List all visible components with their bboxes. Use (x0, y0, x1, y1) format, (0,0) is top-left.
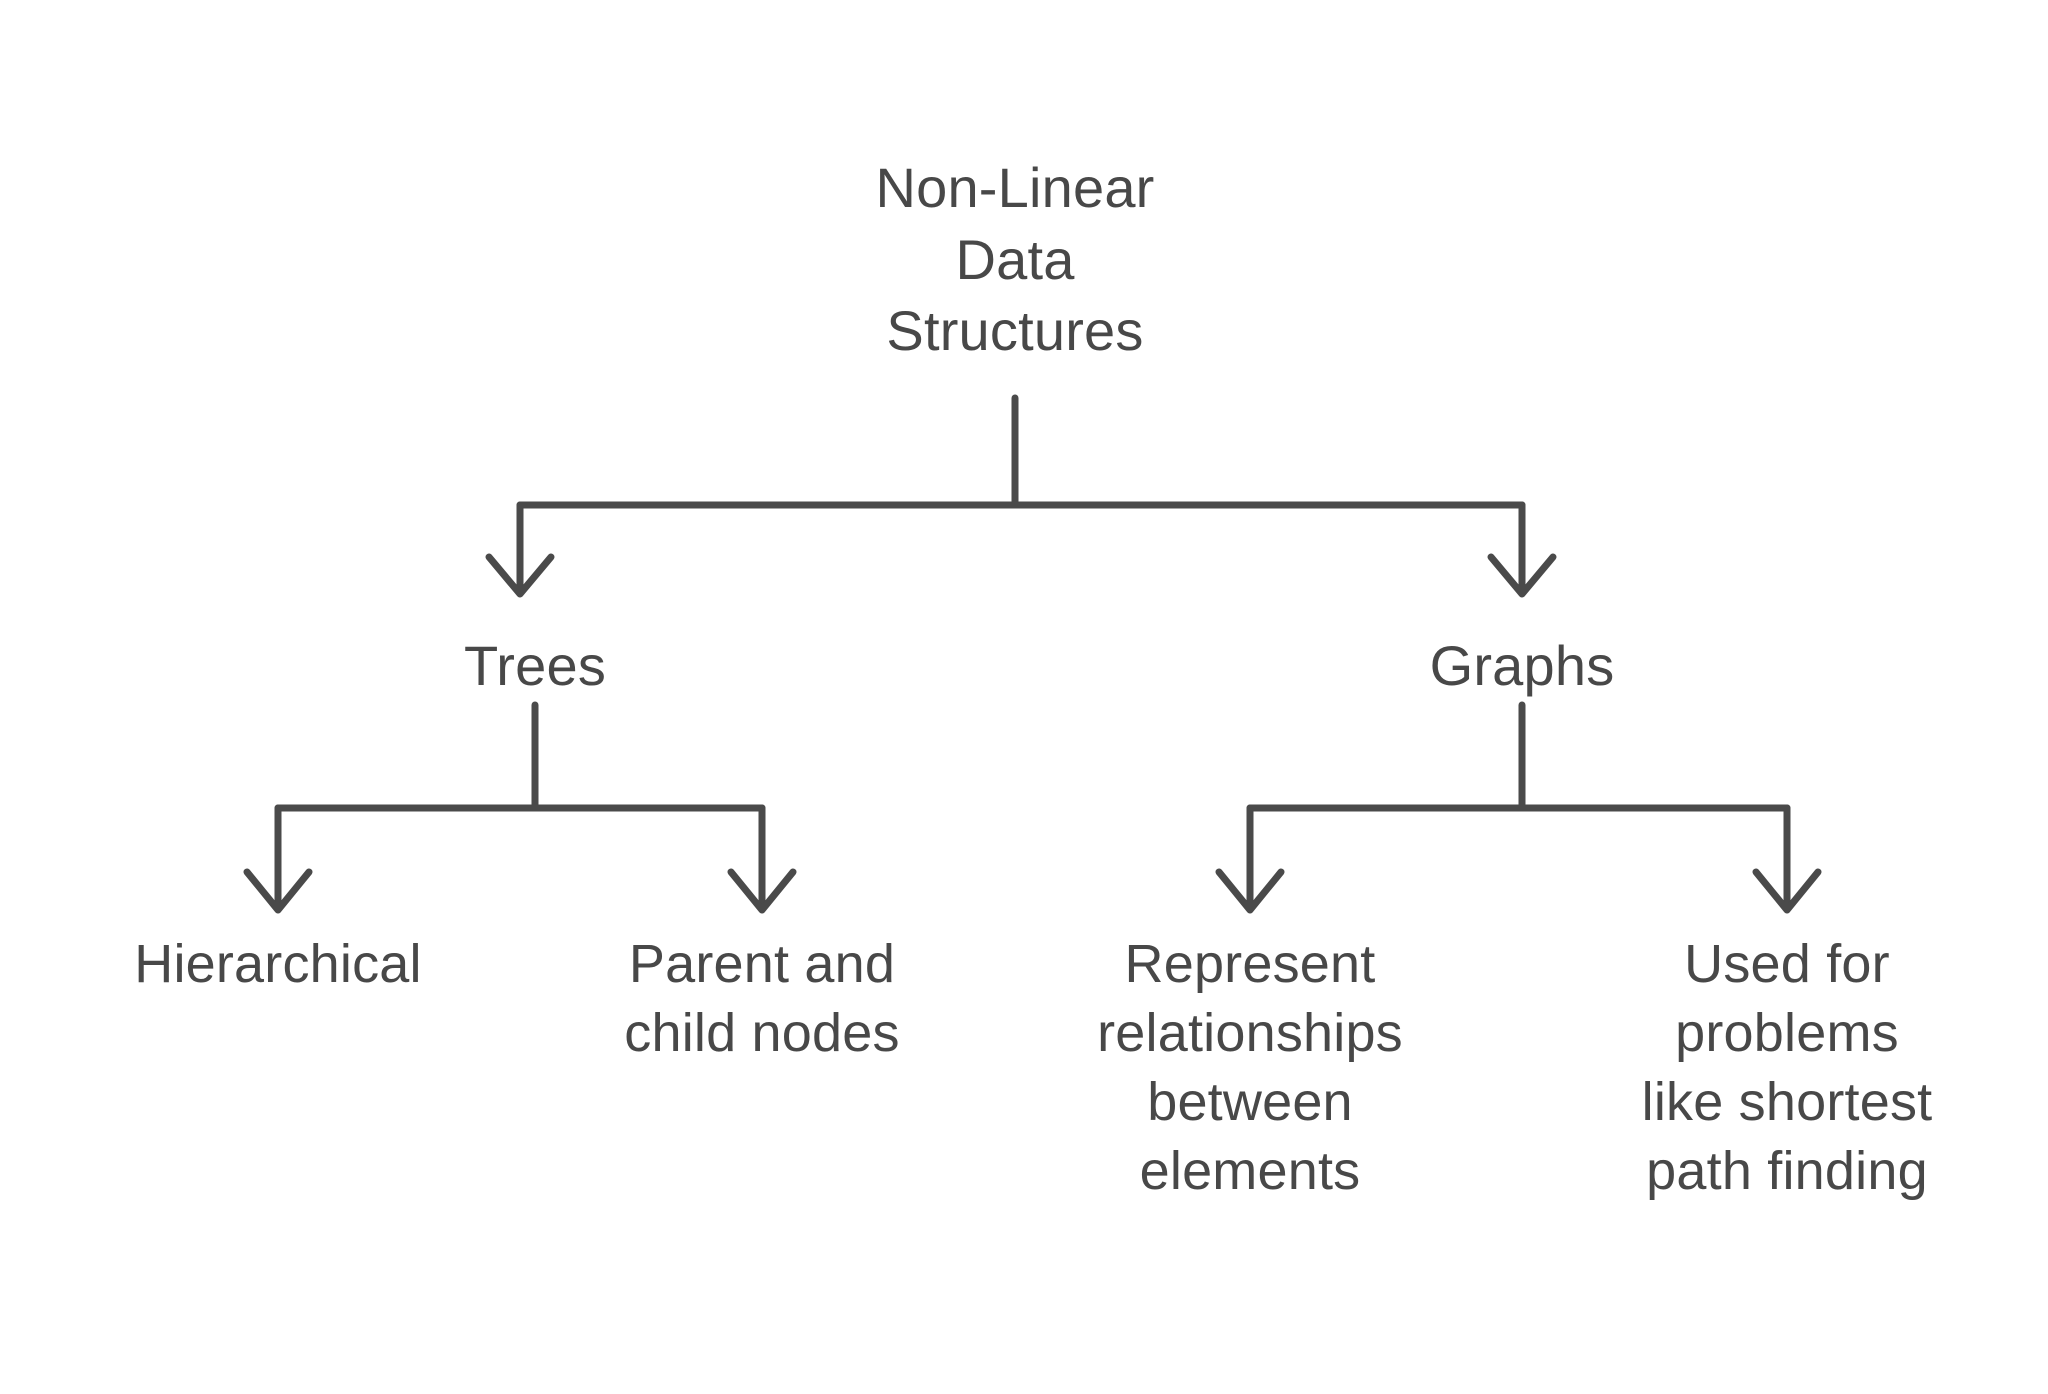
node-represent-relationships: Represent relationships between elements (1097, 934, 1403, 1202)
node-graphs: Graphs (1429, 634, 1615, 697)
node-used-for-problems: Used for problems like shortest path fin… (1641, 934, 1933, 1202)
node-hierarchical: Hierarchical (134, 934, 422, 994)
node-parent-and-child-nodes: Parent and child nodes (624, 934, 900, 1064)
node-root: Non-Linear Data Structures (875, 156, 1155, 363)
arrowhead-represent (1215, 868, 1285, 914)
node-trees: Trees (463, 634, 607, 697)
arrowhead-trees (485, 553, 555, 598)
arrowhead-used-for (1752, 868, 1822, 914)
arrowhead-hierarchical (243, 868, 313, 914)
arrowhead-parent-child (727, 868, 797, 914)
arrowhead-graphs (1487, 553, 1557, 598)
